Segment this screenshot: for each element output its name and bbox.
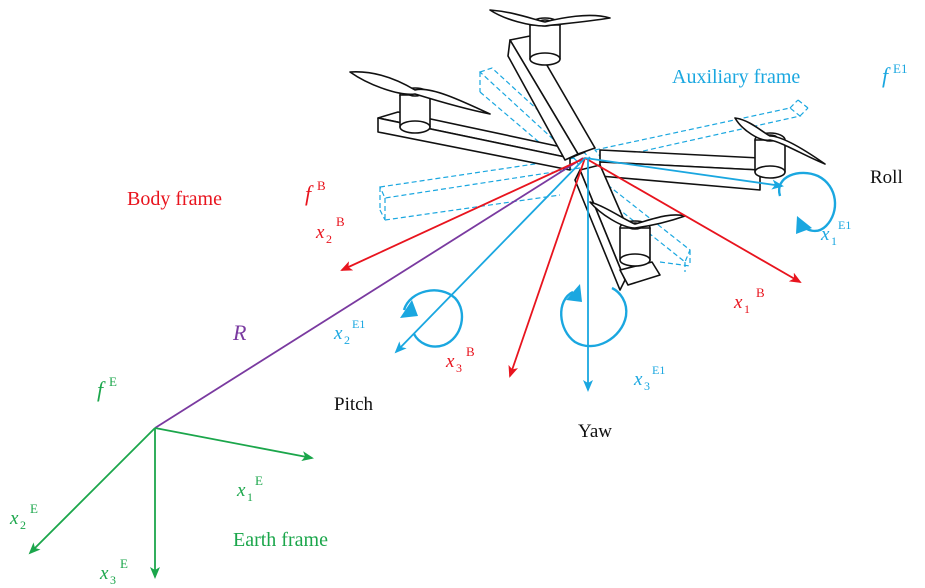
x1b-sub: 1 (744, 302, 750, 316)
x1b-label: x (733, 292, 743, 313)
x1b-sup: B (756, 285, 765, 300)
x3e1-sup: E1 (652, 363, 665, 377)
x3e-sub: 3 (110, 573, 116, 587)
x3b-sup: B (466, 344, 475, 359)
x2b-axis (340, 157, 586, 271)
body-frame-label: Body frame (127, 188, 222, 210)
quadrotor-drawing (349, 9, 826, 291)
position-vector-r (154, 157, 584, 429)
x2b-label: x (315, 222, 325, 243)
yaw-arrow-icon (560, 286, 628, 348)
x1e-axis (154, 427, 314, 462)
x3b-label: x (445, 351, 455, 372)
x2e-axis (28, 427, 156, 555)
x3b-sub: 3 (456, 361, 462, 375)
pitch-label: Pitch (334, 394, 374, 415)
x2e1-sub: 2 (344, 333, 350, 347)
x3e-sup: E (120, 556, 128, 571)
x1b-axis (584, 157, 802, 283)
x2e-label: x (9, 508, 19, 529)
x1e1-label: x (820, 224, 830, 245)
rotation-arcs (402, 171, 837, 348)
x1e-sup: E (255, 473, 263, 488)
x1e1-axis (584, 157, 784, 190)
x1e-label: x (236, 480, 246, 501)
body-frame-symbol-sup: B (317, 178, 326, 193)
x2b-sub: 2 (326, 232, 332, 246)
earth-frame-label: Earth frame (233, 529, 328, 551)
x1e1-sup: E1 (838, 218, 851, 232)
body-frame-symbol: f (305, 181, 314, 206)
earth-frame-axes (28, 427, 314, 579)
body-frame-axes (340, 157, 802, 378)
earth-frame-symbol: f (97, 377, 106, 402)
x3b-axis (508, 157, 586, 378)
x2e1-sup: E1 (352, 317, 365, 331)
x3e1-label: x (633, 369, 643, 390)
earth-frame-symbol-sup: E (109, 374, 117, 389)
x2e1-axis (394, 157, 586, 354)
x3e1-sub: 3 (644, 379, 650, 393)
roll-arrow-icon (777, 171, 837, 233)
pitch-arrow-icon (402, 289, 464, 348)
x2e1-label: x (333, 323, 343, 344)
yaw-label: Yaw (578, 421, 612, 442)
auxiliary-frame-axes (394, 157, 784, 392)
rotation-arrowheads (400, 216, 812, 318)
x2b-sup: B (336, 214, 345, 229)
x3e-label: x (99, 563, 109, 584)
x2e-sub: 2 (20, 518, 26, 532)
r-label: R (232, 320, 247, 345)
auxiliary-frame-label: Auxiliary frame (672, 66, 800, 88)
aux-frame-symbol: f (882, 63, 891, 88)
x2e-sup: E (30, 501, 38, 516)
aux-frame-symbol-sup: E1 (893, 61, 907, 76)
roll-label: Roll (870, 167, 903, 188)
x1e-sub: 1 (247, 490, 253, 504)
x1e1-sub: 1 (831, 234, 837, 248)
